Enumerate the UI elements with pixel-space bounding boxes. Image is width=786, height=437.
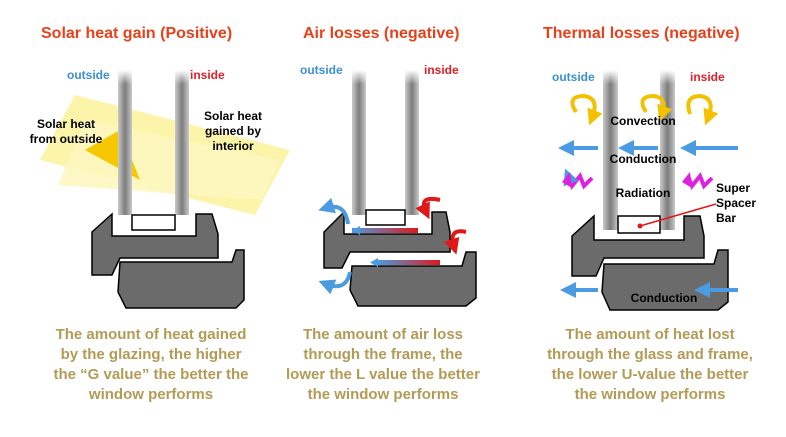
label-conduction-frame: Conduction <box>630 291 698 305</box>
outside-label: outside <box>552 70 595 84</box>
label-conduction-glass: Conduction <box>609 152 677 166</box>
spacer-pointer <box>639 203 717 227</box>
panel-air <box>318 70 477 307</box>
spacer <box>365 209 406 226</box>
annotation-solar-gained-interior: Solar heat gained by interior <box>203 109 263 153</box>
label-convection: Convection <box>610 114 676 128</box>
frame-upper <box>323 210 451 269</box>
outside-label: outside <box>67 68 110 82</box>
air-arrow-in-mid <box>443 229 467 255</box>
spacer-pointer-dot <box>637 223 643 229</box>
air-path-upper <box>352 228 418 233</box>
frame-upper <box>571 214 705 277</box>
panel-title-air: Air losses (negative) <box>303 25 460 42</box>
convection-curl-left <box>570 93 603 126</box>
radiation-wave-left <box>563 168 594 190</box>
caption-thermal: The amount of heat lost through the glas… <box>547 326 753 403</box>
convection-curl-right <box>686 93 719 126</box>
air-arrow-out-top <box>318 197 350 225</box>
inside-label: inside <box>690 70 725 84</box>
panel-solar <box>40 70 290 309</box>
air-arrow-out-bottom <box>318 271 352 295</box>
annotation-solar-from-outside: Solar heat from outside <box>29 117 103 146</box>
inside-label: inside <box>424 63 459 77</box>
caption-air: The amount of air loss through the frame… <box>286 326 480 403</box>
spacer <box>131 214 176 231</box>
air-path-lower <box>378 260 440 265</box>
convection-curl-mid <box>640 93 673 122</box>
radiation-wave-right <box>686 172 714 190</box>
panel-title-thermal: Thermal losses (negative) <box>543 25 740 42</box>
air-arrow-in-top <box>415 196 441 220</box>
outside-label: outside <box>300 63 343 77</box>
frame-lower <box>349 251 477 307</box>
panel-thermal <box>558 70 738 311</box>
frame-lower <box>117 249 245 309</box>
caption-solar: The amount of heat gained by the glazing… <box>53 326 249 403</box>
frame-upper <box>91 212 219 276</box>
panel-title-solar: Solar heat gain (Positive) <box>41 25 233 42</box>
label-super-spacer-bar: Super Spacer Bar <box>716 181 757 225</box>
inside-label: inside <box>190 68 225 82</box>
label-radiation: Radiation <box>615 186 671 200</box>
